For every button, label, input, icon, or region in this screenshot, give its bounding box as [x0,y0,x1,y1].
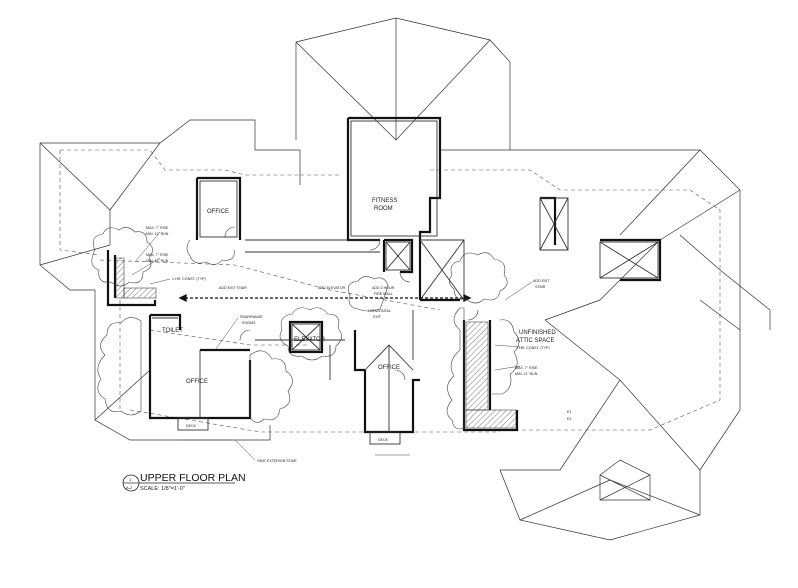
roof-outline [39,17,771,541]
drawing-scale: SCALE: 1/8"=1'-0" [140,486,185,492]
note-rearrange-rooms-2: ROOMS [242,321,256,325]
note-horizontal-exit: HORIZONTAL [368,309,391,313]
room-label-office-center: OFFICE [378,365,400,371]
note-stair-run-3: MIN. 11" RUN [515,372,538,376]
room-label-elevator: ELEVATOR [294,337,326,343]
room-label-deck-center: DECK [378,438,389,442]
eave-dashed-lines [59,149,721,433]
room-label-attic: UNFINISHED [519,330,556,336]
note-e1-a: E1 [567,410,571,414]
sheet-ref: A-2 [126,485,133,490]
sheet-number: 1 [129,477,132,482]
room-label-office-left: OFFICE [186,379,208,385]
drawing-title: UPPER FLOOR PLAN [140,472,246,484]
note-stair-rise-2: MAX. 7" RISE [146,253,169,257]
note-stair-rise-1: MAX. 7" RISE [146,226,169,230]
note-add-exit-right: ADD EXIT [533,279,550,283]
room-label-deck-left: DECK [186,424,197,428]
note-stair-rise-3: MAX. 7" RISE [515,366,538,370]
note-add-exit-right-2: STAIR [535,285,546,289]
note-1hr-left: 1 HR. CONST. (TYP) [172,277,206,281]
note-add-fire-wall-2: FIRE WALL [374,292,393,296]
room-label-fitness-2: ROOM [374,206,393,212]
room-label-toilet: TOILET [162,328,183,334]
note-add-exit-stair: ADD EXIT STAIR [219,286,247,290]
door-swings [224,226,479,381]
title-block: 1 A-2 UPPER FLOOR PLAN SCALE: 1/8"=1'-0" [122,472,246,492]
room-label-office-top: OFFICE [207,209,229,215]
note-omit-exterior-stair: OMIT EXTERIOR STAIR [257,459,297,463]
room-label-attic-2: ATTIC SPACE [516,338,554,344]
note-stair-run-2: MIN. 11" RUN [146,259,169,263]
note-horizontal-exit-2: EXIT [373,315,382,319]
note-1hr-right: 1 HR. CONST. (TYP) [516,346,550,350]
room-label-fitness: FITNESS [372,198,397,204]
stair-treads [115,257,517,429]
note-add-elevator: ADD ELEVATOR [318,286,346,290]
note-e1-b: E1 [567,417,571,421]
interior-lines [152,120,659,445]
note-stair-run-1: MIN. 11" RUN [146,232,169,236]
revision-clouds [91,227,520,430]
note-rearrange-rooms: REARRANGE [240,315,263,319]
note-add-fire-wall: ADD 2 HOUR [372,286,395,290]
leader-lines [131,231,533,461]
